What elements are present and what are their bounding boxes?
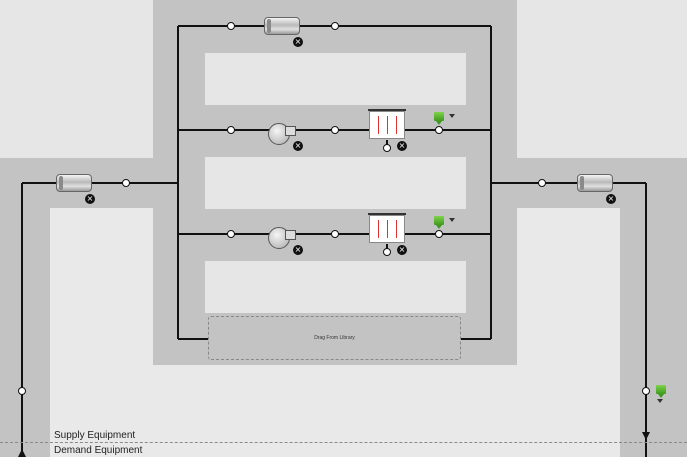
supply-equipment-label: Supply Equipment — [54, 430, 136, 441]
branch1-node-left[interactable] — [227, 22, 235, 30]
supply-outlet-pipe[interactable] — [577, 174, 613, 192]
supply-outlet-vertical-node[interactable] — [642, 387, 650, 395]
drag-from-library-drop-zone[interactable]: Drag From Library — [208, 316, 461, 360]
branch-gap-1 — [205, 53, 466, 105]
supply-outlet-node[interactable] — [538, 179, 546, 187]
branch2-pump-icon[interactable] — [268, 123, 296, 145]
branch3-pump-icon[interactable] — [268, 227, 296, 249]
branch2-pump-remove-icon[interactable]: × — [293, 141, 303, 151]
drop-zone-label: Drag From Library — [314, 335, 355, 341]
branch2-heat-exchanger-icon[interactable] — [368, 109, 406, 139]
supply-inlet-pipe[interactable] — [56, 174, 92, 192]
branch2-node-3[interactable] — [435, 126, 443, 134]
branch3-hx-remove-icon[interactable]: × — [397, 245, 407, 255]
branch3-hx-node[interactable] — [383, 248, 391, 256]
branch1-node-right[interactable] — [331, 22, 339, 30]
branch2-hx-node[interactable] — [383, 144, 391, 152]
branch2-setpoint-manager-icon[interactable] — [434, 112, 444, 125]
supply-outlet-setpoint-manager-icon[interactable] — [656, 385, 666, 398]
branch3-pump-remove-icon[interactable]: × — [293, 245, 303, 255]
branch3-heat-exchanger-icon[interactable] — [368, 213, 406, 243]
branch1-pipe-remove-icon[interactable]: × — [293, 37, 303, 47]
supply-inlet-pipe-remove-icon[interactable]: × — [85, 194, 95, 204]
branch3-node-1[interactable] — [227, 230, 235, 238]
branch1-pipe[interactable] — [264, 17, 300, 35]
branch-gap-2 — [205, 157, 466, 209]
supply-inlet-vertical-node[interactable] — [18, 387, 26, 395]
branch2-hx-remove-icon[interactable]: × — [397, 141, 407, 151]
branch2-setpoint-dropdown-icon[interactable] — [449, 114, 455, 118]
branch3-node-2[interactable] — [331, 230, 339, 238]
branch3-setpoint-dropdown-icon[interactable] — [449, 218, 455, 222]
supply-outlet-pipe-remove-icon[interactable]: × — [606, 194, 616, 204]
branch3-setpoint-manager-icon[interactable] — [434, 216, 444, 229]
demand-area-right — [517, 208, 620, 457]
demand-equipment-label: Demand Equipment — [54, 445, 143, 456]
supply-outlet-setpoint-dropdown-icon[interactable] — [657, 399, 663, 403]
branch-gap-3 — [205, 261, 466, 313]
supply-inlet-node[interactable] — [122, 179, 130, 187]
branch3-node-3[interactable] — [435, 230, 443, 238]
branch2-node-1[interactable] — [227, 126, 235, 134]
branch2-node-2[interactable] — [331, 126, 339, 134]
supply-demand-divider — [0, 442, 687, 443]
